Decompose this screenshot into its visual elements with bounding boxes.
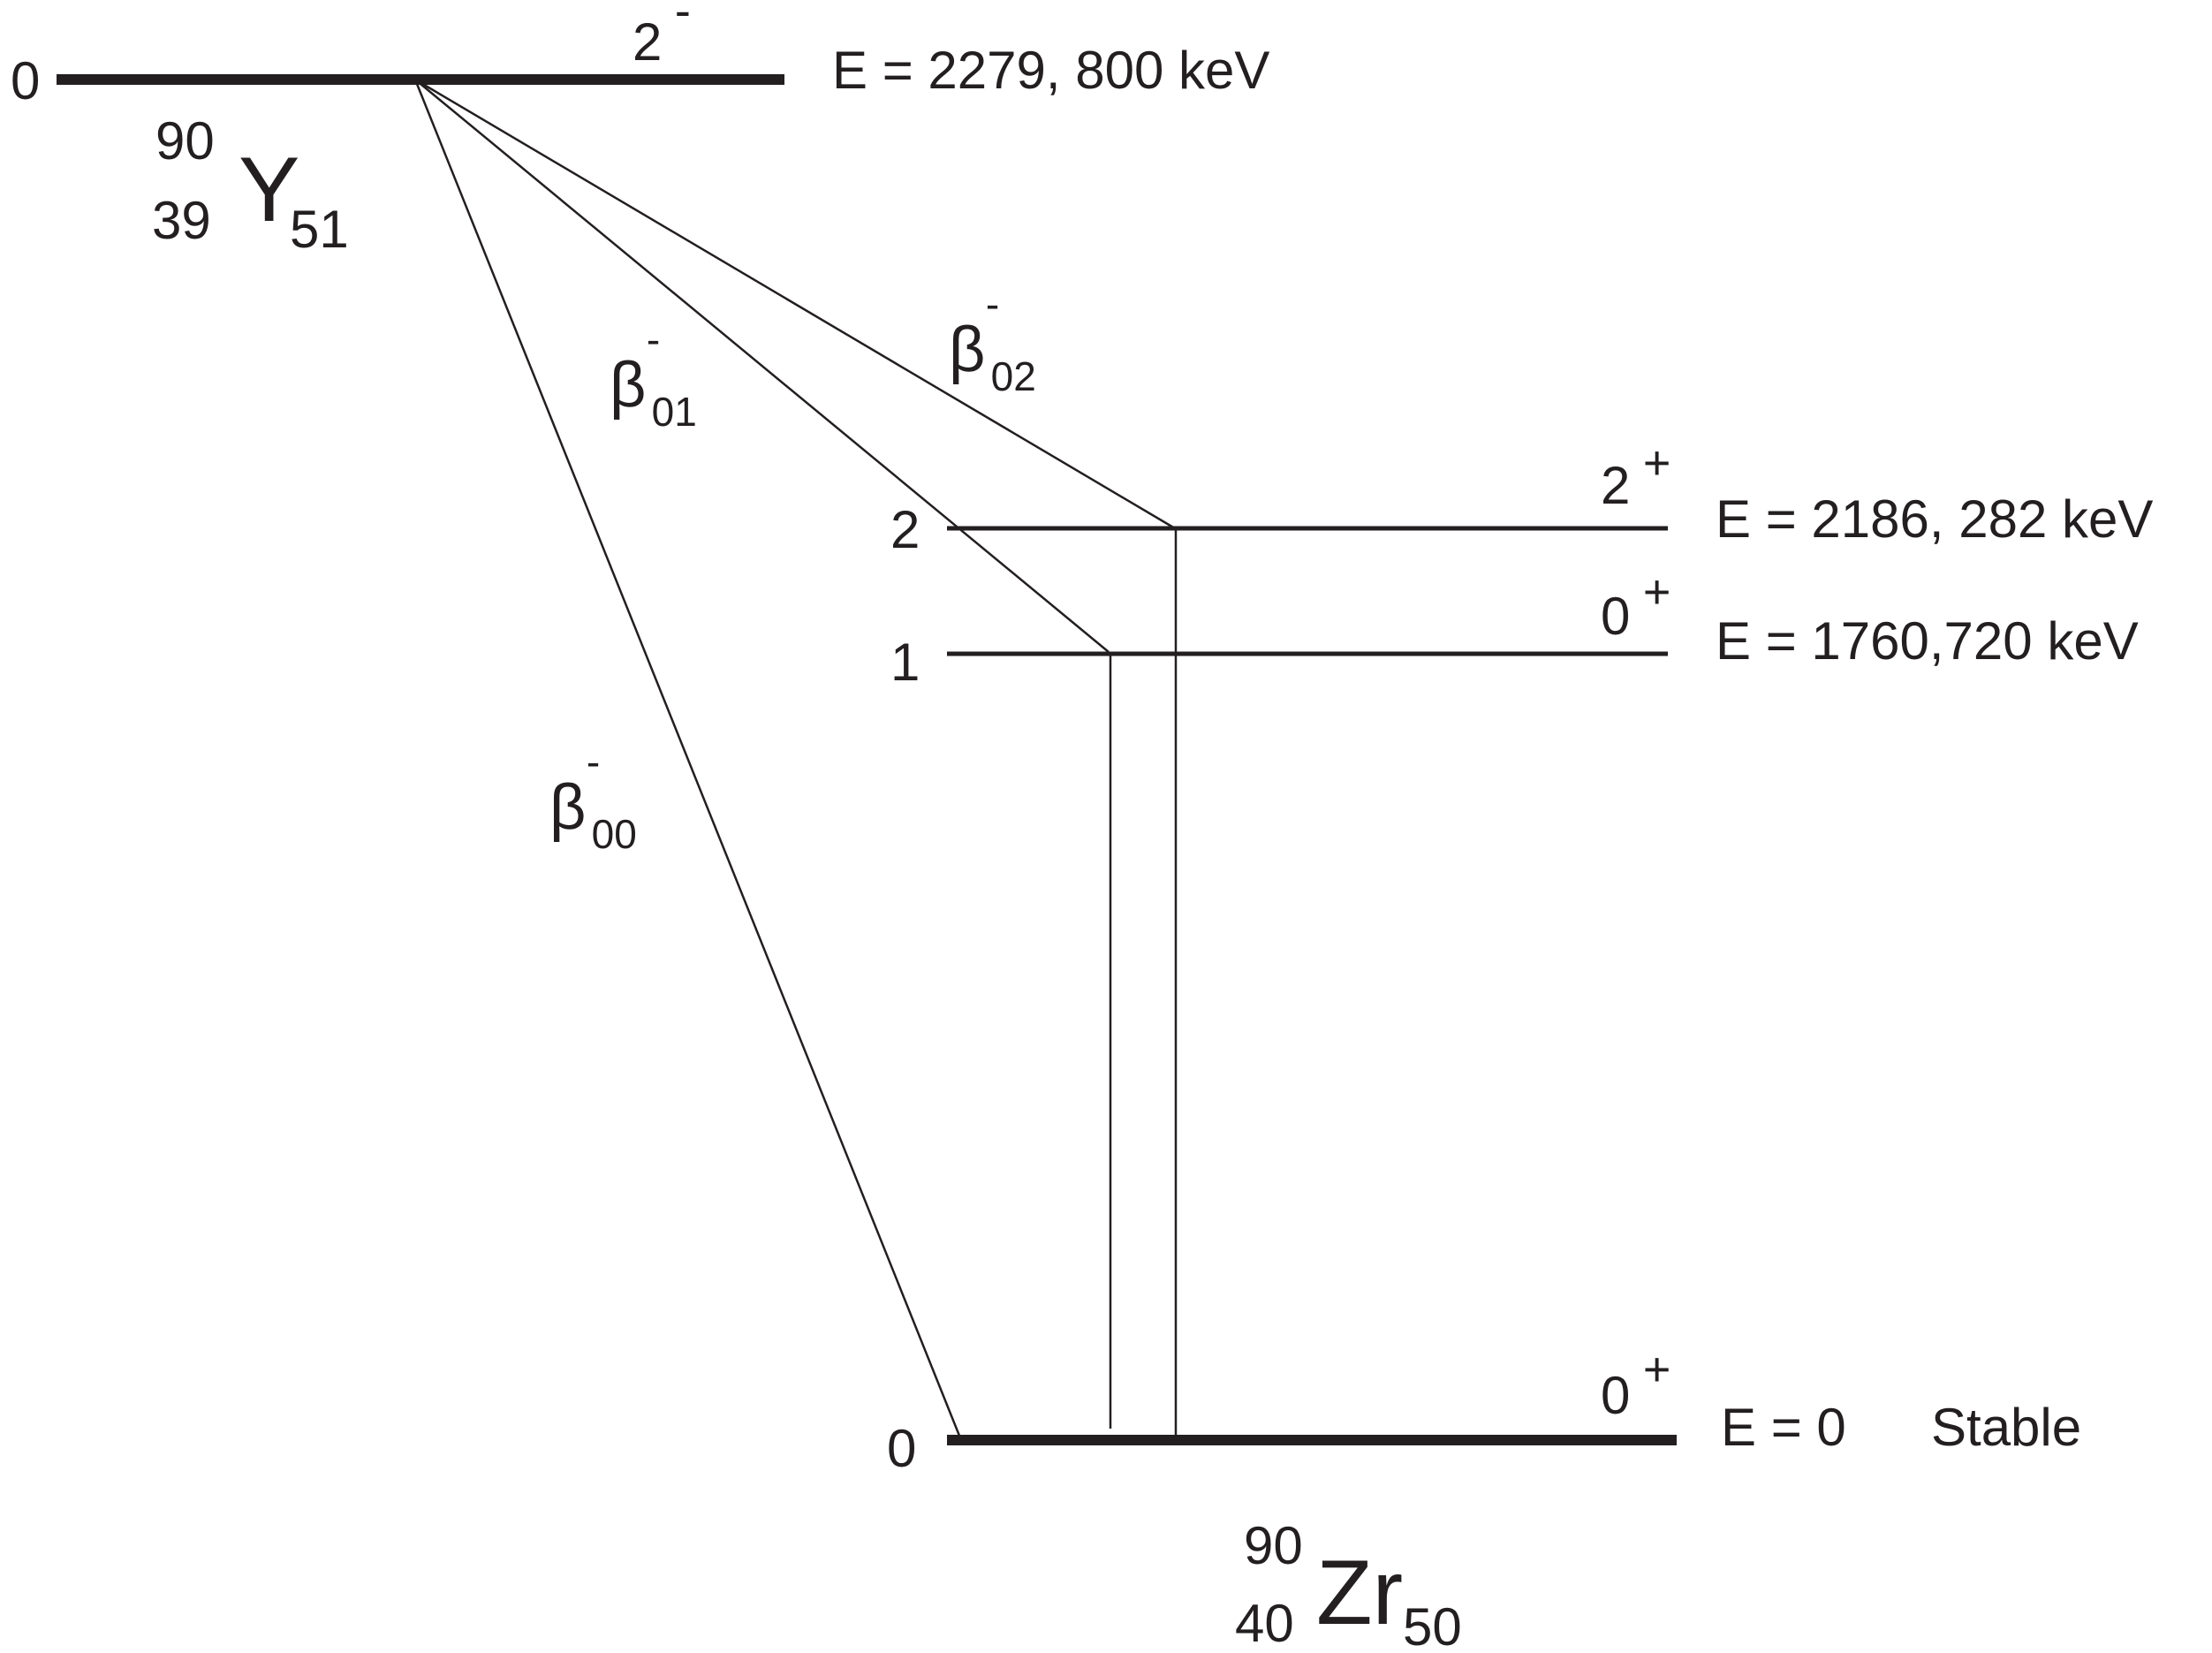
daughter-level-2-spin: 2 +: [1601, 436, 1670, 515]
daughter-level-0-spin-parity: +: [1643, 1343, 1671, 1396]
daughter-level-1-index: 1: [890, 633, 920, 692]
parent-spin-label: 2 -: [633, 0, 691, 72]
parent-level-index: 0: [11, 51, 40, 110]
beta-01-line: [414, 79, 1110, 653]
parent-element-symbol: Y: [239, 139, 299, 241]
daughter-level-2-energy: E = 2186, 282 keV: [1716, 489, 2153, 549]
beta-02-subscript: 02: [991, 353, 1036, 399]
parent-mass-number: 90: [155, 111, 215, 171]
daughter-level-0-spin-value: 0: [1601, 1366, 1630, 1425]
daughter-level-1-energy: E = 1760,720 keV: [1716, 611, 2139, 671]
beta-00-superscript: -: [587, 739, 600, 785]
daughter-nuclide-symbol: 90 40 Zr 50: [1235, 1516, 1462, 1653]
beta-00-subscript: 00: [592, 811, 637, 857]
daughter-level-0-index: 0: [887, 1419, 916, 1478]
beta-01-subscript: 01: [652, 389, 697, 435]
beta-00-line: [413, 79, 963, 1441]
parent-nuclide-symbol: 90 39 Y 51: [152, 111, 349, 259]
beta-01-symbol: β: [610, 350, 646, 421]
daughter-element-symbol: Zr: [1316, 1542, 1403, 1644]
daughter-level-2-spin-value: 2: [1601, 456, 1630, 515]
beta-00-symbol: β: [549, 772, 586, 843]
daughter-level-1-spin: 0 +: [1601, 565, 1670, 646]
daughter-mass-number: 90: [1244, 1516, 1303, 1575]
beta-00-label: β - 00: [549, 739, 637, 857]
parent-spin-value: 2: [633, 12, 662, 72]
daughter-level-0-spin: 0 +: [1601, 1343, 1670, 1425]
beta-02-symbol: β: [949, 315, 985, 385]
beta-01-label: β - 01: [610, 316, 697, 435]
daughter-level-0-status: Stable: [1931, 1398, 2081, 1457]
daughter-level-0-energy: E = 0: [1721, 1398, 1846, 1457]
daughter-level-1-spin-parity: +: [1643, 565, 1671, 618]
daughter-level-2-spin-parity: +: [1643, 436, 1671, 489]
beta-01-superscript: -: [647, 316, 660, 362]
beta-02-label: β - 02: [949, 281, 1036, 399]
parent-spin-parity: -: [675, 0, 691, 37]
beta-02-superscript: -: [986, 281, 999, 327]
daughter-level-1-spin-value: 0: [1601, 587, 1630, 646]
parent-energy-label: E = 2279, 800 keV: [832, 41, 1269, 100]
parent-neutron-number: 51: [290, 200, 349, 259]
parent-atomic-number: 39: [152, 191, 211, 250]
daughter-neutron-number: 50: [1403, 1597, 1462, 1653]
beta-02-line: [414, 78, 1176, 530]
daughter-level-2-index: 2: [890, 500, 920, 559]
daughter-atomic-number: 40: [1235, 1594, 1294, 1653]
